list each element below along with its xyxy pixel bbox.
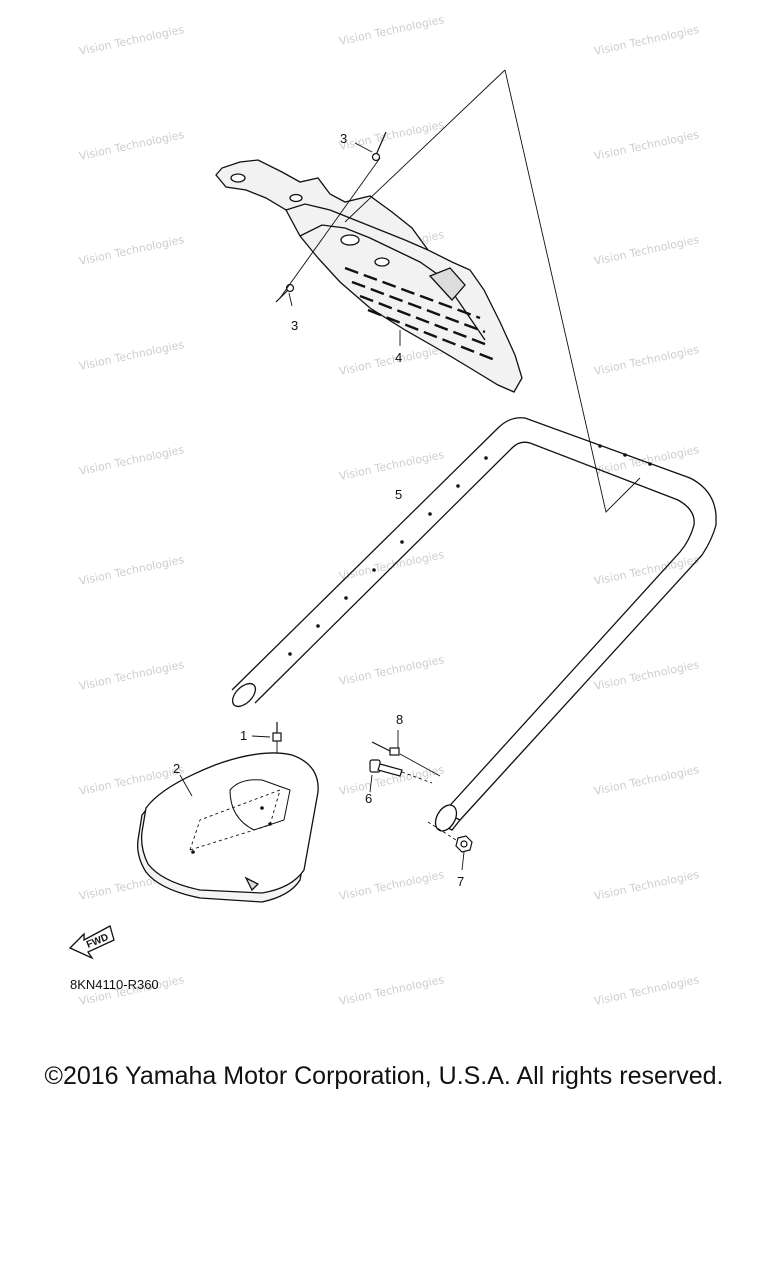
- assembly-leader-lines: [279, 69, 641, 513]
- callout-5: 5: [395, 487, 402, 502]
- callout-3-top: 3: [340, 131, 347, 146]
- part-7-nut: [427, 821, 473, 871]
- callout-8: 8: [396, 712, 403, 727]
- watermark: Vision Technologies: [593, 763, 701, 798]
- fwd-arrow-icon: FWD: [68, 925, 115, 960]
- watermark: Vision Technologies: [593, 658, 701, 693]
- watermark: Vision Technologies: [78, 233, 186, 268]
- part-5-tube: [231, 417, 717, 832]
- watermark: Vision Technologies: [338, 343, 446, 378]
- watermark: Vision Technologies: [338, 448, 446, 483]
- watermark: Vision Technologies: [78, 338, 186, 373]
- watermark: Vision Technologies: [78, 23, 186, 58]
- watermark: Vision Technologies: [338, 868, 446, 903]
- watermark: Vision Technologies: [593, 128, 701, 163]
- watermark: Vision Technologies: [593, 233, 701, 268]
- watermark: Vision Technologies: [593, 343, 701, 378]
- callout-6: 6: [365, 791, 372, 806]
- callout-1: 1: [240, 728, 247, 743]
- watermark: Vision Technologies: [593, 23, 701, 58]
- watermark: Vision Technologies: [338, 973, 446, 1008]
- watermark: Vision Technologies: [78, 553, 186, 588]
- part-8-rivet: [371, 730, 441, 777]
- part-6-bolt: [369, 759, 433, 793]
- watermark: Vision Technologies: [593, 973, 701, 1008]
- part-2-pad: [137, 752, 319, 903]
- watermark: Vision Technologies: [78, 443, 186, 478]
- part-3-screw-top: [354, 131, 387, 162]
- diagram-code: 8KN4110-R360: [70, 977, 159, 992]
- callout-2: 2: [173, 761, 180, 776]
- part-4-cover: [215, 159, 523, 393]
- watermark: Vision Technologies: [338, 118, 446, 153]
- copyright-notice: ©2016 Yamaha Motor Corporation, U.S.A. A…: [44, 1062, 724, 1090]
- watermark: Vision Technologies: [338, 13, 446, 48]
- watermark: Vision Technologies: [593, 553, 701, 588]
- watermark: Vision Technologies: [593, 868, 701, 903]
- callout-4: 4: [395, 350, 402, 365]
- callout-3-bottom: 3: [291, 318, 298, 333]
- callout-7: 7: [457, 874, 464, 889]
- parts-diagram: Vision Technologies Vision Technologies …: [68, 13, 717, 1008]
- watermark: Vision Technologies: [78, 658, 186, 693]
- watermark: Vision Technologies: [338, 548, 446, 583]
- watermark: Vision Technologies: [78, 128, 186, 163]
- watermark: Vision Technologies: [338, 653, 446, 688]
- part-3-screw-bottom: [275, 283, 295, 307]
